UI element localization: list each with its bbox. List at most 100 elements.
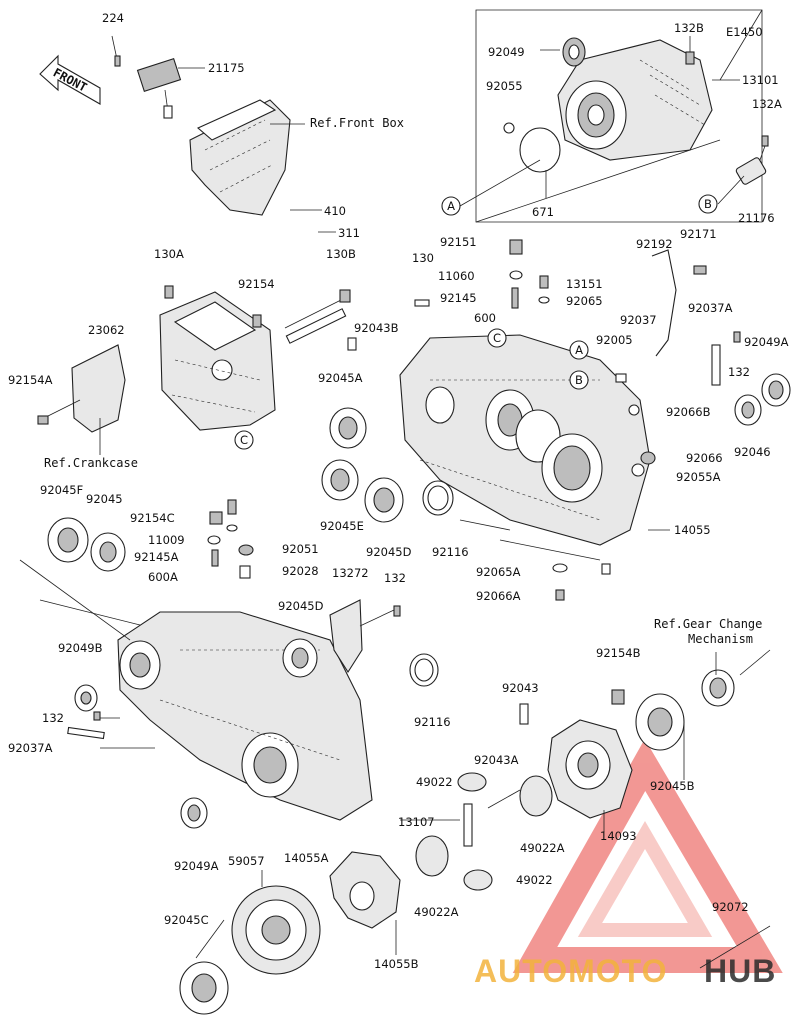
circle-marker-b-2: B <box>569 370 589 390</box>
part-label: 92145 <box>440 291 477 305</box>
part-label: 132B <box>674 21 704 35</box>
part-label: 11060 <box>438 269 475 283</box>
ref-gear-change-1: Ref.Gear Change <box>654 617 762 631</box>
part-label: 92066B <box>666 405 711 419</box>
part-label: 92154 <box>238 277 275 291</box>
crankcase-ref <box>37 344 126 433</box>
svg-text:C: C <box>493 331 501 345</box>
part-label: 92043B <box>354 321 399 335</box>
part-label: 92045A <box>318 371 363 385</box>
part-label: 49022 <box>516 873 553 887</box>
part-label: 92055A <box>676 470 721 484</box>
circle-marker-a-1: A <box>441 196 461 216</box>
part-label: 92145A <box>134 550 179 564</box>
part-label: 600 <box>474 311 496 325</box>
part-label: 92049A <box>744 335 789 349</box>
part-label: 130A <box>154 247 184 261</box>
bearing-92045E <box>321 459 359 501</box>
watermark-triangle-outer <box>512 738 783 973</box>
watermark-brand-part1: AUTOMOTO <box>474 953 667 989</box>
part-label: 92065 <box>566 294 603 308</box>
small-parts-left <box>93 499 401 721</box>
part-label: 92045F <box>40 483 83 497</box>
ref-gear-change-2: Mechanism <box>688 632 753 646</box>
seal-92049A-upper <box>761 373 791 407</box>
part-label: 132A <box>752 97 782 111</box>
part-label: 92066A <box>476 589 521 603</box>
circle-marker-a-2: A <box>569 340 589 360</box>
part-label: 92065A <box>476 565 521 579</box>
part-label: 92049 <box>488 45 525 59</box>
part-label: 92005 <box>596 333 633 347</box>
bearings-lower-left <box>47 517 439 829</box>
part-label: 311 <box>338 226 360 240</box>
watermark-logo <box>512 738 783 973</box>
part-label: 14055A <box>284 851 329 865</box>
svg-text:C: C <box>240 433 248 447</box>
part-label: 92072 <box>712 900 749 914</box>
part-label: 13151 <box>566 277 603 291</box>
svg-text:B: B <box>575 373 583 387</box>
circle-marker-b-1: B <box>698 194 718 214</box>
part-label: 92037 <box>620 313 657 327</box>
part-label: 92043 <box>502 681 539 695</box>
svg-text:A: A <box>447 199 455 213</box>
part-label: 13107 <box>398 815 435 829</box>
bearing-92045A <box>329 407 367 449</box>
leader-lines <box>19 49 771 959</box>
bearing-92045D-upper <box>364 477 404 523</box>
part-label: 92045D <box>278 599 324 613</box>
part-label: 600A <box>148 570 178 584</box>
part-label: 13101 <box>742 73 779 87</box>
circle-marker-c-1: C <box>234 430 254 450</box>
motor-assembly-box <box>475 9 769 223</box>
bearing-92046 <box>734 394 762 426</box>
part-label: 14055 <box>674 523 711 537</box>
part-label: 11009 <box>148 533 185 547</box>
part-label: 92049B <box>58 641 103 655</box>
front-arrow: FRONT <box>39 54 101 105</box>
diagram-code: E1450 <box>726 25 763 39</box>
part-label: 13272 <box>332 566 369 580</box>
part-label: 92116 <box>414 715 451 729</box>
seal-92116-upper <box>422 480 454 516</box>
part-label: 92171 <box>680 227 717 241</box>
part-label: 410 <box>324 204 346 218</box>
part-label: 92045 <box>86 492 123 506</box>
part-label: 92055 <box>486 79 523 93</box>
part-label: 92049A <box>174 859 219 873</box>
part-label: 92045B <box>650 779 695 793</box>
connector-21176 <box>735 135 769 185</box>
part-label: 92154A <box>8 373 53 387</box>
part-label: 92154C <box>130 511 175 525</box>
bracket-23062 <box>159 285 351 431</box>
part-label: 92037A <box>8 741 53 755</box>
part-label: 49022 <box>416 775 453 789</box>
part-label: 14055B <box>374 957 419 971</box>
part-label: 49022A <box>414 905 459 919</box>
part-label: 92151 <box>440 235 477 249</box>
crankcase-14055 <box>399 334 651 546</box>
part-label: 92045E <box>320 519 364 533</box>
part-label: 132 <box>728 365 750 379</box>
part-label: 14093 <box>600 829 637 843</box>
part-label: 21175 <box>208 61 245 75</box>
part-label: 49022A <box>520 841 565 855</box>
part-label: 59057 <box>228 854 265 868</box>
svg-text:B: B <box>704 197 712 211</box>
part-label: 92043A <box>474 753 519 767</box>
watermark-brand-part2: HUB <box>704 953 776 989</box>
part-labels: 224 21175 410 311 132B 92049 92055 13101… <box>8 11 789 971</box>
circle-marker-c-2: C <box>487 328 507 348</box>
ref-crankcase: Ref.Crankcase <box>44 456 138 470</box>
part-label: 92154B <box>596 646 641 660</box>
part-label: 130 <box>412 251 434 265</box>
part-label: 671 <box>532 205 554 219</box>
part-label: 224 <box>102 11 124 25</box>
part-label: 92066 <box>686 451 723 465</box>
differential-assembly <box>179 669 771 1015</box>
part-label: 132 <box>384 571 406 585</box>
part-label: 92051 <box>282 542 319 556</box>
part-label: 132 <box>42 711 64 725</box>
ref-front-box: Ref.Front Box <box>310 116 404 130</box>
